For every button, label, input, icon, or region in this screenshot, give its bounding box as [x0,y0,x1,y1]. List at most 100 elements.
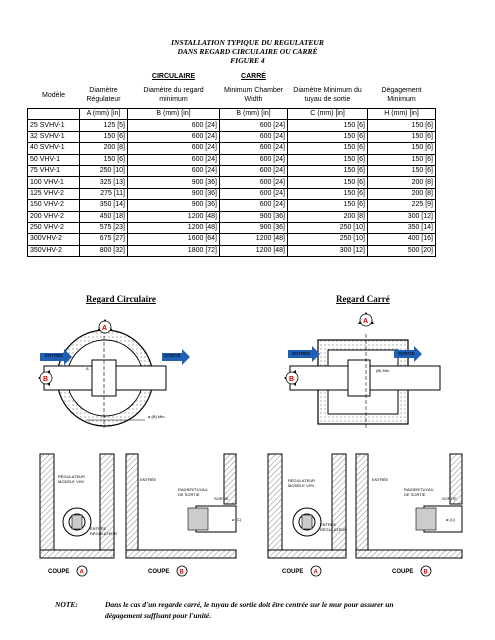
dim-c-label-carre: ø (C) [446,517,456,522]
entree-coupe-b: ENTRÉE [140,477,157,482]
value-cell: 600 [24] [219,119,288,132]
value-cell: 300 [12] [287,244,368,258]
value-cell: 350 [14] [79,199,128,212]
header-modele: Modèle [42,91,65,99]
regulateur-sq-line1: RÉGULATEUR [288,478,315,483]
unit-cell [27,107,80,121]
value-cell: 600 [24] [219,130,288,144]
value-cell: 600 [24] [219,153,288,166]
model-cell: 200 VHV-2 [27,210,80,223]
model-cell: 25 SVHV-1 [27,119,80,132]
entree-coupe-b-carre: ENTRÉE [372,477,389,482]
value-cell: 1200 [48] [219,233,288,246]
regulateur-sq-line2: MODÈLE VHV [288,483,315,488]
section-heading-circulaire: Regard Circulaire [86,294,156,304]
value-cell: 150 [6] [367,142,436,155]
radier-line1: RADIER/TUYAU [178,487,208,492]
note-line2: dégagement suffisant pour l'unité. [105,611,212,620]
sortie-arrow-icon [162,349,190,365]
value-cell: 675 [27] [79,233,128,246]
value-cell: 325 [13] [79,176,128,189]
sortie-coupe-b-carre: SORTIE [442,496,457,501]
value-cell: 1200 [48] [127,210,220,223]
value-cell: 150 [6] [287,176,368,189]
value-cell: 500 [20] [367,244,436,258]
value-cell: 600 [24] [219,164,288,178]
value-cell: 225 [9] [367,199,436,212]
group-header-row: CIRCULAIRE CARRÉ [28,72,436,82]
value-cell: 600 [24] [127,142,220,155]
sortie-coupe-b: SORTIE [214,496,229,501]
value-cell: 150 [6] [79,130,128,144]
value-cell: 350 [14] [367,221,436,235]
value-cell: 275 [11] [79,187,128,201]
value-cell: 150 [6] [287,119,368,132]
regulateur-circ-line1: RÉGULATEUR [58,474,85,479]
coupe-b-label: COUPE [148,569,169,575]
entree-arrow-icon-carre [288,346,320,362]
coupe-a-marker: A [80,570,85,576]
document-title-line1: INSTALLATION TYPIQUE DU REGULATEUR [171,38,324,47]
value-cell: 600 [24] [127,119,220,132]
unit-cell: B (mm) [in] [127,107,220,121]
dim-a-label: A [86,366,89,371]
value-cell: 1200 [48] [219,244,288,258]
group-carre: CARRÉ [241,73,266,80]
model-cell: 100 VHV-1 [27,176,80,189]
radier-carre-line2: DE SORTIE [404,492,426,497]
entree-reg-circ-line2: RÉGULATEUR [90,531,117,536]
header-diametre-regulateur: Diamètre Régulateur [86,87,121,103]
plan-regard-circulaire [43,329,167,428]
value-cell: 600 [24] [127,130,220,144]
value-cell: 200 [8] [367,176,436,189]
value-cell: 600 [24] [127,153,220,166]
value-cell: 600 [24] [127,164,220,178]
value-cell: 900 [36] [127,199,220,212]
value-cell: 150 [6] [287,153,368,166]
value-cell: 600 [24] [219,142,288,155]
value-cell: 150 [6] [367,119,436,132]
coupe-b-carre [355,453,463,559]
marker-a-label-carre: A [363,318,368,325]
header-degagement: Dégagement Minimum [381,87,422,103]
header-diametre-regard: Diamètre du regard minimum [143,87,204,103]
value-cell: 1600 [64] [127,233,220,246]
entree-reg-circ-line1: ENTRÉE [90,526,107,531]
header-chamber-width: Minimum Chamber Width [223,87,284,103]
value-cell: 200 [8] [79,142,128,155]
coupe-b-marker: B [180,570,185,576]
value-cell: 150 [6] [287,164,368,178]
value-cell: 150 [6] [367,164,436,178]
section-heading-carre: Regard Carré [336,294,390,304]
group-circulaire: CIRCULAIRE [151,73,196,80]
value-cell: 450 [18] [79,210,128,223]
regulateur-circ-line2: MODÈLE VHV [58,479,85,484]
value-cell: 150 [6] [367,130,436,144]
value-cell: 600 [24] [219,199,288,212]
value-cell: 900 [36] [219,221,288,235]
model-cell: 50 VHV-1 [27,153,80,166]
unit-cell: H (mm) [in] [367,107,436,121]
plan-regard-carre [289,334,441,430]
document-title-line2: DANS REGARD CIRCULAIRE OU CARRÉ [177,47,318,56]
entree-arrow-icon [40,349,72,365]
model-cell: 150 VHV-2 [27,199,80,212]
model-cell: 75 VHV-1 [27,164,80,178]
dim-c-label: ø (C) [232,517,242,522]
value-cell: 150 [6] [79,153,128,166]
label-entree-carre: ENTRÉE [292,350,310,356]
entree-reg-sq-line1: ENTRÉE [320,522,337,527]
coupe-a-carre [267,453,347,559]
value-cell: 250 [10] [287,221,368,235]
header-diametre-sortie: Diamètre Minimum du tuyau de sortie [293,87,362,103]
coupe-a-carre-marker: A [314,570,319,576]
value-cell: 600 [24] [219,176,288,189]
radier-carre-line1: RADIER/TUYAU [404,487,434,492]
model-cell: 40 SVHV-1 [27,142,80,155]
